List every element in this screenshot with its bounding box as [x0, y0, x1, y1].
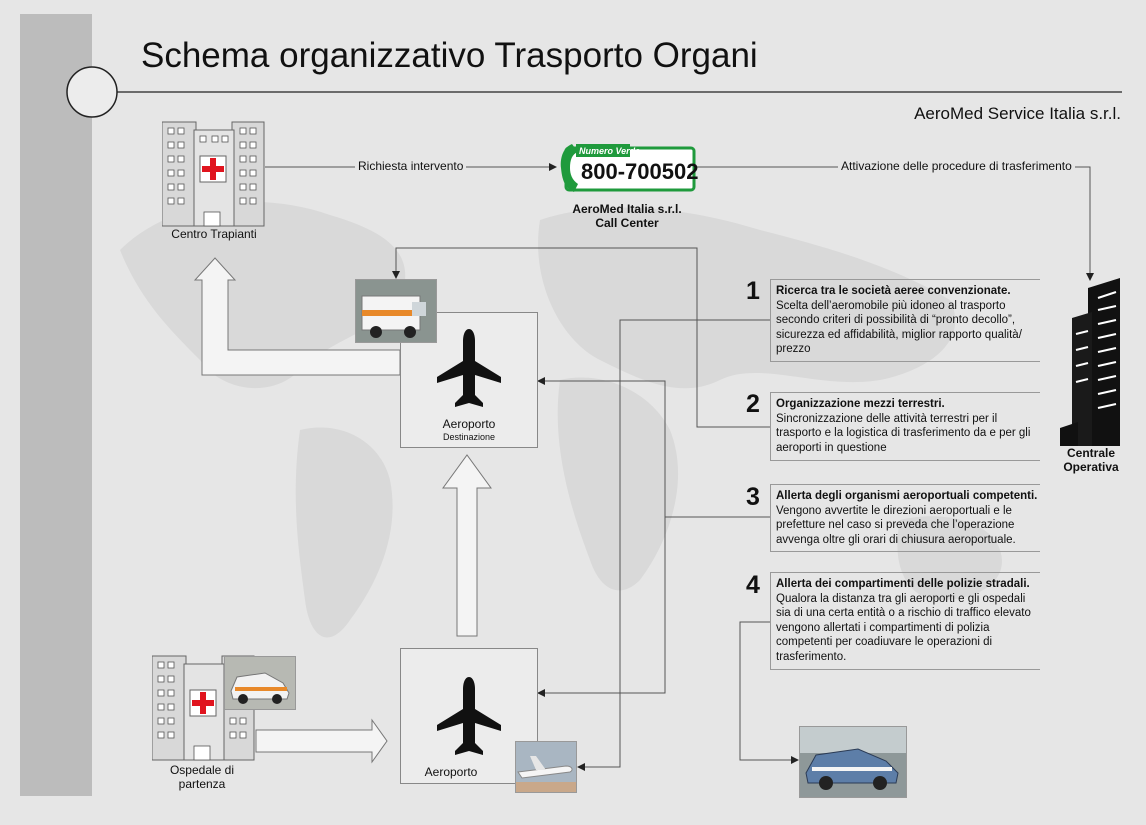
plane-photo — [515, 741, 577, 793]
centro-trapianti-label: Centro Trapianti — [171, 227, 257, 241]
step-number: 4 — [746, 571, 760, 599]
step-text: Qualora la distanza tra gli aeroporti e … — [776, 592, 1031, 663]
police-car-photo — [799, 726, 907, 798]
step-text: Scelta dell’aeromobile più idoneo al tra… — [776, 299, 1022, 356]
edge-label-richiesta: Richiesta intervento — [355, 159, 467, 173]
hospital-building-icon — [152, 655, 255, 761]
ospedale-line1: Ospedale di — [169, 763, 235, 777]
step-card: Allerta dei compartimenti delle polizie … — [770, 572, 1040, 670]
step-text: Sincronizzazione delle attività terrestr… — [776, 412, 1031, 454]
step-card: Organizzazione mezzi terrestri. Sincroni… — [770, 392, 1040, 461]
edge-label-attivazione: Attivazione delle procedure di trasferim… — [838, 159, 1075, 173]
page-title: Schema organizzativo Trasporto Organi — [141, 36, 758, 75]
side-bar — [20, 14, 92, 796]
step-title: Organizzazione mezzi terrestri. — [776, 398, 945, 410]
step-number: 2 — [746, 390, 760, 418]
centrale-line2: Operativa — [1063, 460, 1119, 474]
step-title: Allerta degli organismi aeroportuali com… — [776, 490, 1038, 502]
airport-destination-sublabel: Destinazione — [442, 432, 496, 442]
airplane-icon — [437, 329, 501, 407]
airport-destination-label: Aeroporto — [442, 417, 496, 431]
company-name: AeroMed Service Italia s.r.l. — [914, 104, 1121, 123]
centrale-line1: Centrale — [1066, 446, 1116, 460]
step-number: 1 — [746, 277, 760, 305]
step-number: 3 — [746, 483, 760, 511]
header-rule — [66, 66, 1122, 118]
step-text: Vengono avvertite le direzioni aeroportu… — [776, 504, 1016, 546]
hospital-building-icon — [162, 121, 265, 227]
airport-departure-label: Aeroporto — [424, 765, 478, 779]
step-card: Ricerca tra le società aeree convenziona… — [770, 279, 1040, 362]
step-title: Ricerca tra le società aeree convenziona… — [776, 285, 1011, 297]
numero-verde-label: Numero Verde — [579, 146, 640, 156]
car-photo — [224, 656, 296, 710]
call-center-line1: AeroMed Italia s.r.l. — [572, 202, 682, 216]
ambulance-photo — [355, 279, 437, 343]
ospedale-line2: partenza — [178, 777, 226, 791]
step-card: Allerta degli organismi aeroportuali com… — [770, 484, 1040, 552]
call-center-line2: Call Center — [595, 216, 659, 230]
skyscraper-icon — [1060, 278, 1120, 446]
numero-verde-number: 800-700502 — [581, 159, 698, 184]
numero-verde-logo: Numero Verde 800-700502 — [560, 144, 698, 192]
airplane-icon — [437, 677, 501, 755]
step-title: Allerta dei compartimenti delle polizie … — [776, 578, 1030, 590]
